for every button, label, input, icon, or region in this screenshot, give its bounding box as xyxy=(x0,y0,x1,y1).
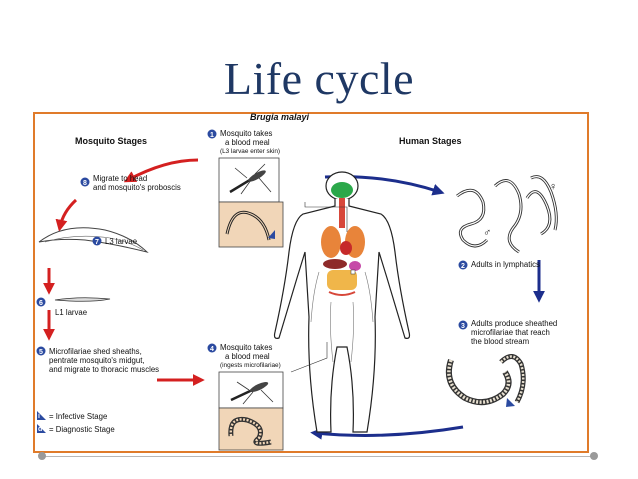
step-8-line2: and mosquito's proboscis xyxy=(93,183,181,192)
step-6-label: L1 larvae xyxy=(55,308,87,317)
legend-diagnostic-marker xyxy=(37,424,46,433)
legend-infective-label: = Infective Stage xyxy=(49,412,107,421)
pointer-line-bottom xyxy=(290,342,328,373)
female-symbol: ♀ xyxy=(549,181,557,193)
l1-larva-worm xyxy=(54,297,111,302)
human-organs xyxy=(310,182,374,363)
step-4-line2: a blood meal xyxy=(225,352,270,361)
step-5-number: 5 xyxy=(39,349,43,356)
mosquito-stages-header: Mosquito Stages xyxy=(75,136,147,146)
step-1: 1 Mosquito takes a blood meal (L3 larvae… xyxy=(207,129,280,155)
step-1-badge xyxy=(207,129,217,139)
pointer-line-top xyxy=(304,202,348,232)
rule-dot-left xyxy=(38,452,46,460)
step-5: 5 Microfilariae shed sheaths, pentrate m… xyxy=(36,346,159,374)
legend: i = Infective Stage d = Diagnostic Stage xyxy=(37,411,115,434)
microfilaria-in-mosquito-image xyxy=(218,407,284,451)
step-2-number: 2 xyxy=(461,263,465,270)
adult-worms-image-inner xyxy=(456,176,557,253)
step-4-badge xyxy=(207,343,217,353)
step-4-number: 4 xyxy=(210,346,214,353)
step-3-line1: Adults produce sheathed xyxy=(471,319,557,328)
step-8-badge xyxy=(80,177,90,187)
step-7-label: L3 larvae xyxy=(105,237,137,246)
arrow-1-to-8 xyxy=(123,158,199,183)
legend-infective-marker xyxy=(37,411,46,420)
mosquito-image-bottom xyxy=(218,371,284,409)
legend-infective-symbol: i xyxy=(38,413,40,420)
step-3-line2: microfilariae that reach xyxy=(471,328,550,337)
step-3-badge xyxy=(458,320,468,330)
step-8: 8 Migrate to head and mosquito's probosc… xyxy=(80,174,181,192)
step-6-badge xyxy=(36,297,46,307)
bottom-rule xyxy=(42,456,594,457)
slide-title: Life cycle xyxy=(223,53,415,104)
step-6-number: 6 xyxy=(39,300,43,307)
arrow-3-to-4 xyxy=(310,425,464,440)
step-5-line3: and migrate to thoracic muscles xyxy=(49,365,159,374)
step-5-badge xyxy=(36,346,46,356)
step-1-note: (L3 larvae enter skin) xyxy=(220,148,280,155)
legend-diagnostic-symbol: d xyxy=(38,426,42,433)
step-2: 2 Adults in lymphatics xyxy=(458,260,540,270)
infective-stage-marker xyxy=(268,230,275,239)
step-4-line1: Mosquito takes xyxy=(220,343,273,352)
legend-diagnostic-label: = Diagnostic Stage xyxy=(49,425,115,434)
step-7-number: 7 xyxy=(95,239,99,246)
step-7: 7 L3 larvae xyxy=(92,236,137,246)
adult-worms-image xyxy=(456,175,558,254)
step-2-badge xyxy=(458,260,468,270)
species-name: Brugia malayi xyxy=(250,112,310,122)
step-3-line3: the blood stream xyxy=(471,337,529,346)
step-4-note: (ingests microfilariae) xyxy=(220,362,281,369)
microfilariae-image xyxy=(445,354,526,407)
step-5-line2: pentrate mosquito's midgut, xyxy=(49,356,145,365)
human-stages-header: Human Stages xyxy=(399,136,462,146)
diagnostic-stage-marker xyxy=(506,398,515,407)
step-6: 6 L1 larvae xyxy=(36,297,111,317)
step-8-line1: Migrate to head xyxy=(93,174,147,183)
step-4: 4 Mosquito takes a blood meal (ingests m… xyxy=(207,343,281,369)
rule-dot-right xyxy=(590,452,598,460)
step-3: 3 Adults produce sheathed microfilariae … xyxy=(458,319,557,346)
male-symbol: ♂ xyxy=(483,227,491,239)
arrow-8-to-7 xyxy=(55,198,78,232)
step-1-line1: Mosquito takes xyxy=(220,129,273,138)
step-1-line2: a blood meal xyxy=(225,138,270,147)
step-8-number: 8 xyxy=(83,180,87,187)
mosquito-image-top xyxy=(218,157,280,203)
step-1-number: 1 xyxy=(210,132,214,139)
l3-larva-image xyxy=(218,201,284,248)
life-cycle-diagram: Brugia malayi Mosquito Stages Human Stag… xyxy=(36,112,558,451)
step-7-badge xyxy=(92,236,102,246)
step-3-number: 3 xyxy=(461,323,465,330)
step-5-line1: Microfilariae shed sheaths, xyxy=(49,347,142,356)
step-2-label: Adults in lymphatics xyxy=(471,260,540,269)
